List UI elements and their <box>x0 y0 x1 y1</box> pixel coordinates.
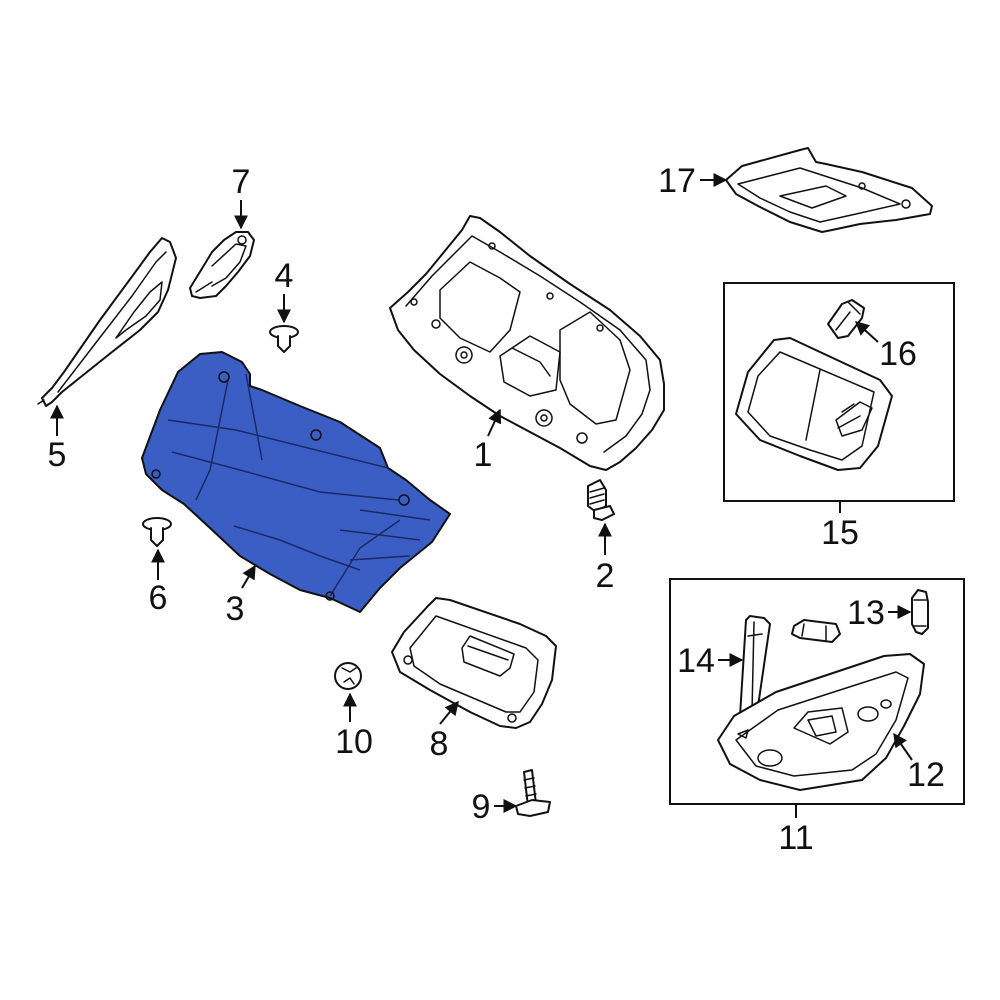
svg-text:10: 10 <box>335 723 373 761</box>
svg-text:16: 16 <box>879 335 917 373</box>
callout-9: 9 <box>472 788 518 826</box>
callout-4: 4 <box>275 257 294 324</box>
part-10-nut[interactable] <box>334 662 362 690</box>
callout-5: 5 <box>48 404 67 474</box>
svg-text:6: 6 <box>149 579 168 617</box>
svg-text:2: 2 <box>596 557 615 595</box>
callout-7: 7 <box>232 163 251 230</box>
part-2-bolt[interactable] <box>587 479 615 521</box>
part-small-bulb[interactable] <box>791 619 841 643</box>
part-3-headliner-highlighted[interactable] <box>141 351 451 613</box>
svg-text:3: 3 <box>226 590 245 628</box>
part-8-lamp-housing[interactable] <box>391 597 557 729</box>
callout-13: 13 <box>847 594 912 632</box>
part-15-dome-lamp[interactable] <box>735 337 893 471</box>
svg-text:17: 17 <box>658 162 696 200</box>
part-5-pillar-trim[interactable] <box>37 237 177 407</box>
part-14-strip[interactable] <box>739 615 771 721</box>
callout-10: 10 <box>335 692 373 761</box>
callout-15: 15 <box>821 501 859 552</box>
part-7-bracket[interactable] <box>189 231 255 299</box>
svg-text:8: 8 <box>430 725 449 763</box>
svg-text:5: 5 <box>48 436 67 474</box>
svg-text:12: 12 <box>907 756 945 794</box>
part-16-bulb[interactable] <box>827 299 865 339</box>
group-box-11 <box>669 578 965 805</box>
svg-text:1: 1 <box>474 436 493 474</box>
callout-12: 12 <box>893 732 945 794</box>
part-1-trim-panel[interactable] <box>389 215 665 471</box>
callout-3: 3 <box>226 564 256 628</box>
callout-2: 2 <box>596 522 615 595</box>
callout-17: 17 <box>658 162 728 200</box>
part-6-push-pin[interactable] <box>142 517 172 547</box>
svg-text:13: 13 <box>847 594 885 632</box>
part-13-bulb[interactable] <box>911 589 929 635</box>
headliner-body <box>141 351 451 613</box>
callout-1: 1 <box>474 408 502 474</box>
svg-text:7: 7 <box>232 163 251 201</box>
svg-text:11: 11 <box>778 819 813 857</box>
callout-6: 6 <box>149 548 168 617</box>
callout-16: 16 <box>854 321 917 373</box>
part-12-overhead-console[interactable] <box>717 653 925 791</box>
part-4-clip[interactable] <box>269 325 299 353</box>
part-17-mounting-plate[interactable] <box>725 147 933 233</box>
svg-text:15: 15 <box>821 514 859 552</box>
svg-text:14: 14 <box>677 642 715 680</box>
part-9-screw[interactable] <box>515 769 551 817</box>
callout-8: 8 <box>430 700 459 763</box>
svg-text:9: 9 <box>472 788 491 826</box>
callout-14: 14 <box>677 642 744 680</box>
callout-11: 11 <box>778 804 814 857</box>
svg-text:4: 4 <box>275 257 294 295</box>
